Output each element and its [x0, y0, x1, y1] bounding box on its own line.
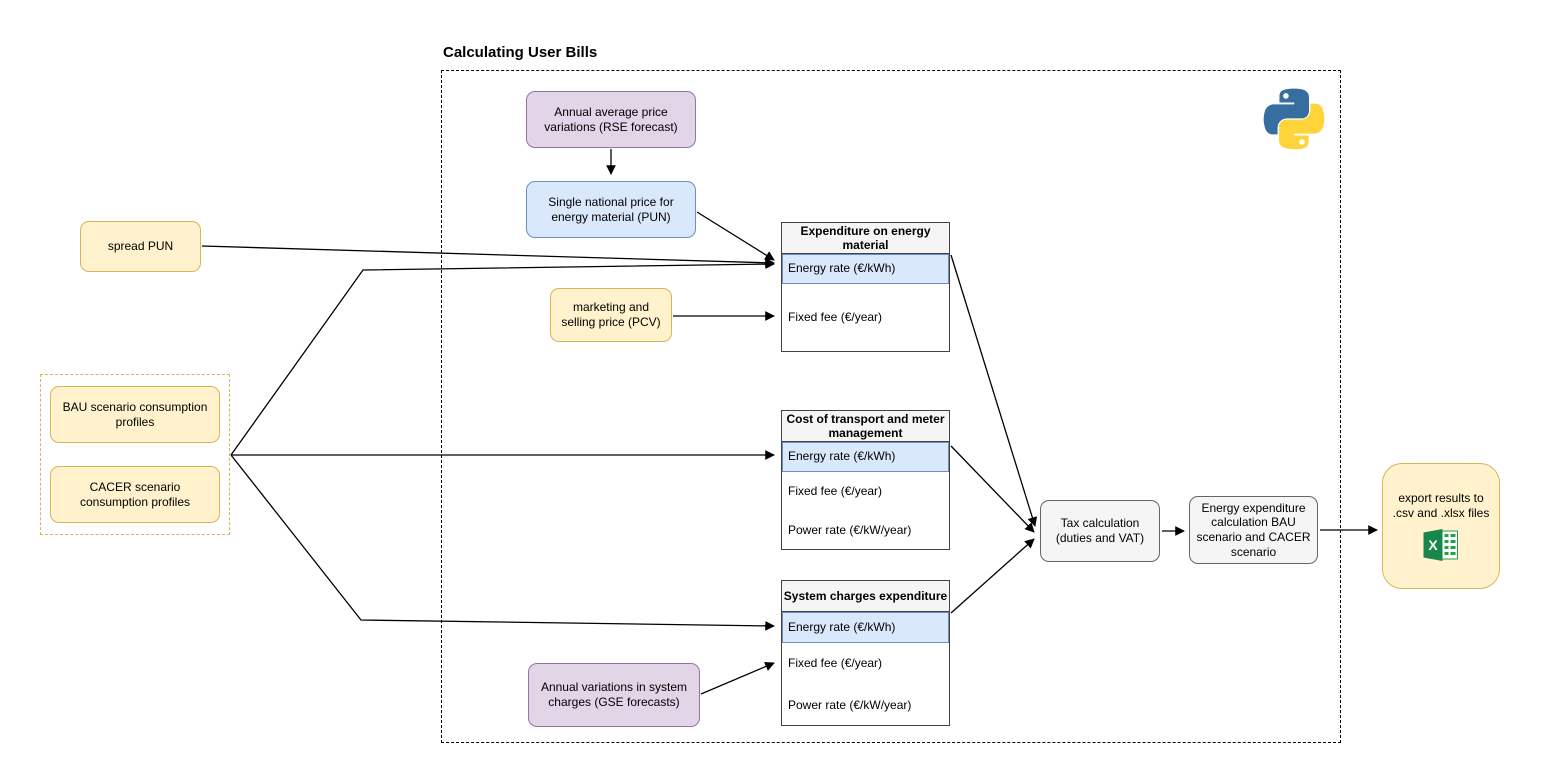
node-pcv-label: marketing and selling price (PCV) — [561, 300, 661, 329]
table-row: Energy rate (€/kWh) — [782, 254, 949, 284]
node-gse-forecasts: Annual variations in system charges (GSE… — [528, 663, 700, 727]
node-export-results: export results to .csv and .xlsx files X — [1382, 463, 1500, 589]
table-row: Power rate (€/kW/year) — [788, 522, 912, 537]
node-bau-profiles: BAU scenario consumption profiles — [50, 386, 220, 443]
python-logo-icon — [1263, 88, 1325, 150]
node-rse-forecast-label: Annual average price variations (RSE for… — [544, 104, 678, 134]
table-row: Fixed fee (€/year) — [788, 656, 883, 671]
table-row: Fixed fee (€/year) — [788, 483, 883, 498]
excel-x-letter: X — [1428, 537, 1438, 553]
node-tax-calculation: Tax calculation (duties and VAT) — [1040, 500, 1160, 562]
table-transport: Cost of transport and meter management E… — [781, 410, 950, 550]
node-cacer-profiles-label: CACER scenario consumption profiles — [79, 479, 191, 509]
node-pun: Single national price for energy materia… — [526, 181, 696, 238]
consumption-profiles-group — [40, 374, 230, 535]
table-row: Energy rate (€/kWh) — [782, 612, 949, 643]
table-row: Power rate (€/kW/year) — [788, 697, 912, 712]
node-gse-forecasts-label: Annual variations in system charges (GSE… — [540, 680, 688, 709]
node-energy-expenditure-label: Energy expenditure calculation BAU scena… — [1196, 500, 1311, 559]
page-title: Calculating User Bills — [443, 44, 598, 61]
table-row: Fixed fee (€/year) — [788, 310, 883, 325]
table-system-charges: System charges expenditure Energy rate (… — [781, 580, 950, 726]
table-row: Energy rate (€/kWh) — [782, 442, 949, 472]
node-spread-pun: spread PUN — [80, 221, 201, 272]
node-pun-label: Single national price for energy materia… — [548, 194, 674, 224]
table-energy-material: Expenditure on energy material Energy ra… — [781, 222, 950, 352]
node-pcv: marketing and selling price (PCV) — [550, 288, 672, 342]
node-bau-profiles-label: BAU scenario consumption profiles — [62, 399, 208, 429]
table-transport-header: Cost of transport and meter management — [782, 411, 949, 442]
excel-icon: X — [1423, 529, 1458, 562]
node-rse-forecast: Annual average price variations (RSE for… — [526, 91, 696, 148]
node-energy-expenditure: Energy expenditure calculation BAU scena… — [1189, 496, 1318, 564]
table-energy-material-header: Expenditure on energy material — [782, 223, 949, 254]
node-cacer-profiles: CACER scenario consumption profiles — [50, 466, 220, 523]
table-system-charges-header: System charges expenditure — [782, 581, 949, 612]
node-export-results-label: export results to .csv and .xlsx files — [1392, 490, 1490, 520]
node-tax-calculation-label: Tax calculation (duties and VAT) — [1055, 516, 1145, 545]
node-spread-pun-label: spread PUN — [107, 239, 174, 254]
